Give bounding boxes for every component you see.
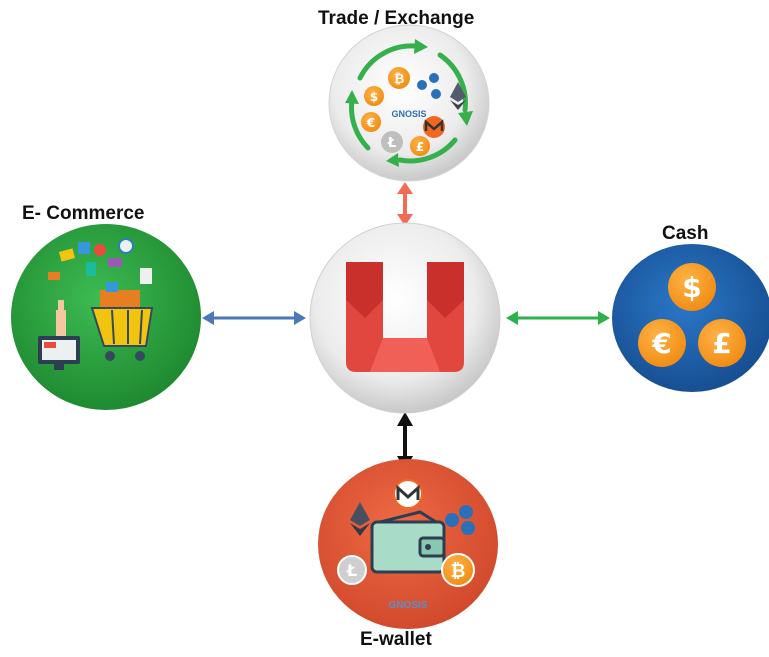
monero-icon — [393, 479, 423, 509]
cash-label: Cash — [662, 223, 709, 244]
euro-coin-icon: € — [638, 319, 686, 367]
svg-text:GNOSIS: GNOSIS — [391, 109, 426, 119]
bitcoin-icon: ₿ — [388, 67, 410, 89]
ecommerce-node — [11, 224, 201, 410]
ewallet-node: Ł ₿ GNOSIS — [318, 459, 498, 629]
cash-node: $ € £ — [612, 244, 769, 392]
exchange-cycle-arrows-icon — [349, 43, 468, 164]
bitcoin-icon: ₿ — [441, 553, 475, 587]
ripple-icon — [417, 73, 441, 99]
svg-text:Ł: Ł — [346, 561, 357, 580]
floating-products-icon — [48, 238, 152, 284]
trade-exchange-node: ₿ $ € GNOSIS Ł £ — [328, 24, 490, 182]
euro-icon: € — [361, 112, 381, 132]
svg-text:Ł: Ł — [387, 136, 396, 151]
pound-icon: £ — [410, 136, 430, 156]
gnosis-brand-text: GNOSIS — [389, 600, 428, 611]
monitor-icon — [38, 336, 80, 370]
svg-text:GNOSIS: GNOSIS — [389, 600, 428, 611]
dollar-icon: $ — [364, 86, 384, 106]
ewallet-label: E-wallet — [360, 629, 432, 650]
shopping-cart-icon — [90, 282, 154, 361]
wallet-icon — [370, 510, 446, 574]
svg-text:£: £ — [416, 140, 424, 154]
trade-exchange-label: Trade / Exchange — [318, 8, 475, 29]
ripple-icon — [445, 505, 475, 535]
litecoin-icon: Ł — [381, 131, 403, 153]
arrow-trade-hub — [397, 182, 413, 226]
svg-text:$: $ — [370, 90, 378, 104]
arrow-ecommerce-hub — [202, 311, 306, 325]
arrow-cash-hub — [506, 311, 610, 325]
svg-text:₿: ₿ — [394, 72, 405, 87]
monero-icon — [423, 116, 445, 138]
svg-text:€: € — [651, 327, 671, 360]
gnosis-brand-text: GNOSIS — [391, 109, 426, 119]
hand-icon — [56, 300, 66, 336]
hub-node — [309, 222, 501, 414]
dollar-coin-icon: $ — [668, 263, 716, 311]
svg-text:₿: ₿ — [451, 561, 466, 582]
ethereum-icon — [350, 502, 370, 536]
u-logo-icon — [346, 262, 464, 372]
svg-text:€: € — [366, 116, 375, 130]
pound-coin-icon: £ — [698, 319, 746, 367]
ethereum-icon — [450, 82, 466, 110]
svg-text:$: $ — [682, 271, 701, 304]
ecommerce-label: E- Commerce — [22, 203, 145, 224]
litecoin-icon: Ł — [337, 555, 367, 585]
svg-text:£: £ — [712, 327, 731, 360]
